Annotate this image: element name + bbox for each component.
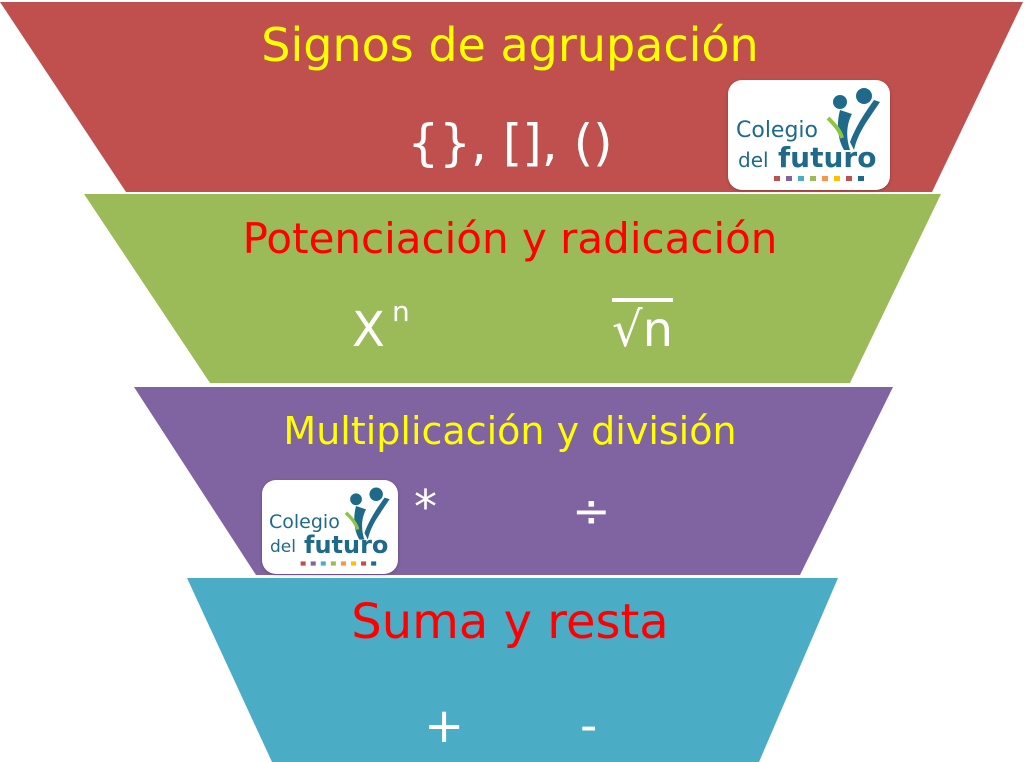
logo-2-word-futuro: futuro — [304, 531, 389, 559]
level-2-power-base: X — [352, 302, 385, 358]
level-1-title: Signos de agrupación — [261, 18, 759, 72]
logo-2-word-del: del — [270, 537, 296, 557]
level-3-multiply: * — [414, 480, 437, 534]
colegio-del-futuro-logo: Colegio del futuro — [728, 80, 890, 190]
logo-2-word-colegio: Colegio — [269, 511, 340, 533]
level-2-title: Potenciación y radicación — [242, 214, 778, 263]
level-4-plus: + — [424, 698, 465, 754]
logo-word-futuro: futuro — [778, 141, 877, 174]
level-4-minus: - — [580, 698, 598, 754]
level-1-symbols: {}, [], () — [407, 114, 613, 172]
colegio-del-futuro-logo-2: Colegio del futuro — [262, 480, 398, 574]
level-4-title: Suma y resta — [351, 594, 669, 650]
level-2-power-exponent: n — [392, 295, 410, 328]
logo-figures-icon — [774, 88, 880, 181]
logo-figures-icon-2 — [300, 487, 390, 566]
level-4-band — [187, 578, 838, 762]
logo-word-colegio: Colegio — [736, 118, 819, 143]
level-2-root: √n — [612, 302, 674, 358]
level-3-divide: ÷ — [572, 484, 611, 538]
level-2-band — [84, 194, 941, 383]
logo-word-del: del — [738, 148, 769, 172]
level-3-title: Multiplicación y división — [283, 409, 737, 453]
